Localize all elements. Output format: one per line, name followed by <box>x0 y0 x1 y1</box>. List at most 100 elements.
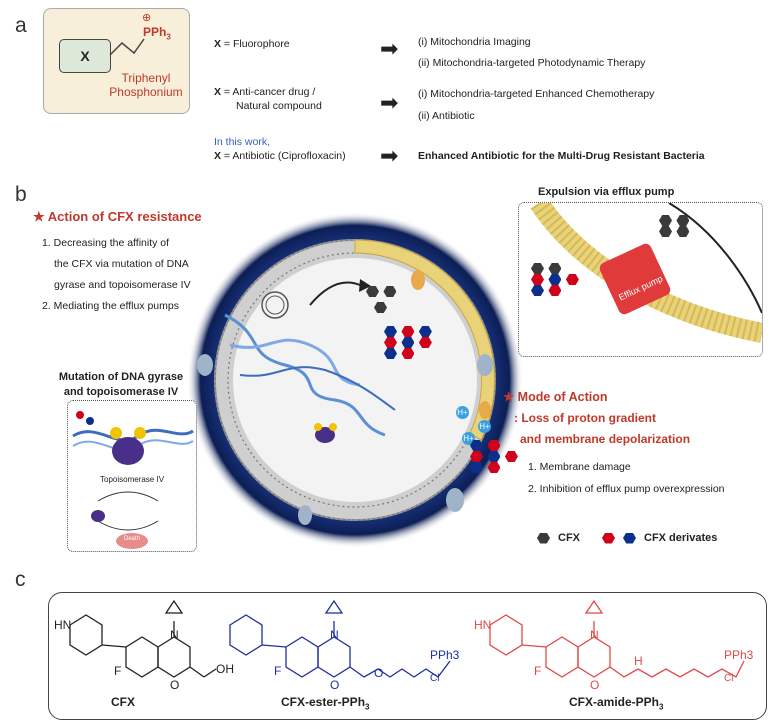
panel-c-label: c <box>15 568 26 591</box>
cfx-hexagon <box>659 215 672 226</box>
svg-text:F: F <box>534 664 541 678</box>
svg-text:HN: HN <box>54 618 71 632</box>
svg-text:H: H <box>634 654 643 668</box>
panel-a-label: a <box>15 14 27 37</box>
red-hexagon <box>487 462 501 473</box>
death-label: Death <box>124 536 141 542</box>
resistance-list: 1. Decreasing the affinity of the CFX vi… <box>42 233 191 317</box>
red-hexagon <box>470 451 483 462</box>
blue-hexagon <box>384 326 397 337</box>
row1-out1: (i) Mitochondria Imaging <box>418 36 531 48</box>
blue-hexagon <box>531 285 544 296</box>
cfx-structure: HN N F O OH <box>54 599 234 689</box>
resistance-title: ★ Action of CFX resistance <box>33 209 202 224</box>
cfx-amide-structure: HN N F O H PPh3 Cl <box>474 599 754 689</box>
svg-text:F: F <box>274 664 281 678</box>
derivative-molecules <box>470 440 540 473</box>
blue-hexagon <box>470 462 483 473</box>
cfx-ester-name: CFX-ester-PPh3 <box>281 695 370 712</box>
red-hexagon <box>531 274 544 285</box>
plus-sign: ⊕ <box>142 12 152 24</box>
legend-blue-swatch <box>623 532 636 544</box>
resistance-item: 1. Decreasing the affinity of <box>42 237 170 249</box>
legend-red-swatch <box>602 532 615 544</box>
mode-item: 1. Membrane damage <box>528 461 631 473</box>
legend-cfx-swatch <box>537 532 550 544</box>
mode-sub1: : Loss of proton gradient <box>514 411 656 425</box>
cfx-hexagon <box>383 286 397 297</box>
cfx-name: CFX <box>111 695 135 709</box>
cfx-ester-structure: N F O O PPh3 Cl <box>229 599 460 689</box>
arrow-right-icon: ➡ <box>380 36 399 61</box>
resistance-item: the CFX via mutation of DNA <box>54 258 189 270</box>
svg-text:Cl: Cl <box>724 673 733 684</box>
efflux-title: Expulsion via efflux pump <box>538 186 675 198</box>
cfx-molecules <box>366 284 397 302</box>
proton-icon: H+ <box>462 432 475 445</box>
mutation-title: Mutation of DNA gyrase and topoisomerase… <box>58 371 184 398</box>
svg-text:N: N <box>170 628 179 642</box>
tpp-box: X ⊕ PPh3 Triphenyl Phosphonium <box>43 8 190 114</box>
panel-b-label: b <box>15 183 27 206</box>
legend-cfx-label: CFX <box>558 532 580 544</box>
red-hexagon <box>504 451 518 462</box>
cfx-hexagon <box>659 226 672 237</box>
resistance-item: gyrase and topoisomerase IV <box>54 279 191 291</box>
row2-out2: (ii) Antibiotic <box>418 110 475 122</box>
expelled-cfx <box>659 215 729 237</box>
topoisomerase-label: Topoisomerase IV <box>100 475 165 484</box>
svg-text:Cl: Cl <box>430 673 439 684</box>
row2-out1: (i) Mitochondria-targeted Enhanced Chemo… <box>418 88 655 100</box>
row1-out2: (ii) Mitochondria-targeted Photodynamic … <box>418 57 646 69</box>
efflux-membrane <box>530 203 762 343</box>
svg-text:HN: HN <box>474 618 491 632</box>
svg-text:N: N <box>330 628 339 642</box>
red-hexagon <box>418 337 432 348</box>
blue-hexagon <box>487 451 501 462</box>
red-hexagon <box>565 274 579 285</box>
cfx-hexagon <box>366 286 379 297</box>
svg-text:PPh3: PPh3 <box>724 648 754 662</box>
svg-text:O: O <box>170 678 179 689</box>
mode-list: 1. Membrane damage 2. Inhibition of effl… <box>528 456 725 500</box>
svg-text:N: N <box>590 628 599 642</box>
legend-deriv-label: CFX derivates <box>644 532 718 544</box>
row3-out: Enhanced Antibiotic for the Multi-Drug R… <box>418 150 705 162</box>
topoisomerase-illustration <box>72 411 194 549</box>
x-group: X <box>59 39 111 73</box>
svg-text:O: O <box>374 666 383 680</box>
legend: CFX CFX derivates <box>537 532 717 544</box>
cfx-hexagon <box>548 263 562 274</box>
inner-molecules <box>531 263 591 296</box>
red-hexagon <box>384 337 397 348</box>
pph3-label: PPh3 <box>143 25 171 42</box>
cfx-hexagon <box>676 215 690 226</box>
svg-text:OH: OH <box>216 662 234 676</box>
svg-text:PPh3: PPh3 <box>430 648 460 662</box>
row2-left: X = Anti-cancer drug / <box>214 86 316 98</box>
cfx-hexagon <box>374 302 387 313</box>
tpp-caption: Triphenyl Phosphonium <box>109 71 183 99</box>
blue-hexagon <box>418 326 432 337</box>
red-hexagon <box>548 285 562 296</box>
red-hexagon <box>401 348 415 359</box>
blue-hexagon <box>548 274 562 285</box>
cfx-hexagon <box>676 226 690 237</box>
resistance-item: 2. Mediating the efflux pumps <box>42 300 179 312</box>
red-hexagon <box>401 326 415 337</box>
blue-hexagon <box>384 348 397 359</box>
mode-sub2: and membrane depolarization <box>520 432 691 446</box>
svg-text:O: O <box>590 678 599 689</box>
derivative-molecules <box>384 326 448 359</box>
alkyl-linker <box>109 38 145 56</box>
cfx-amide-name: CFX-amide-PPh3 <box>569 695 664 712</box>
cfx-hexagon <box>531 263 544 274</box>
structures-box: HN N F O OH CFX N F O O PPh3 Cl CFX-este… <box>48 592 767 720</box>
svg-text:O: O <box>330 678 339 689</box>
red-hexagon <box>487 440 501 451</box>
mode-title: ★ Mode of Action <box>503 390 608 404</box>
svg-text:F: F <box>114 664 121 678</box>
row1-left: X = Fluorophore <box>214 38 290 50</box>
efflux-inset: Efflux pump <box>518 202 763 357</box>
cfx-molecules <box>374 300 387 318</box>
